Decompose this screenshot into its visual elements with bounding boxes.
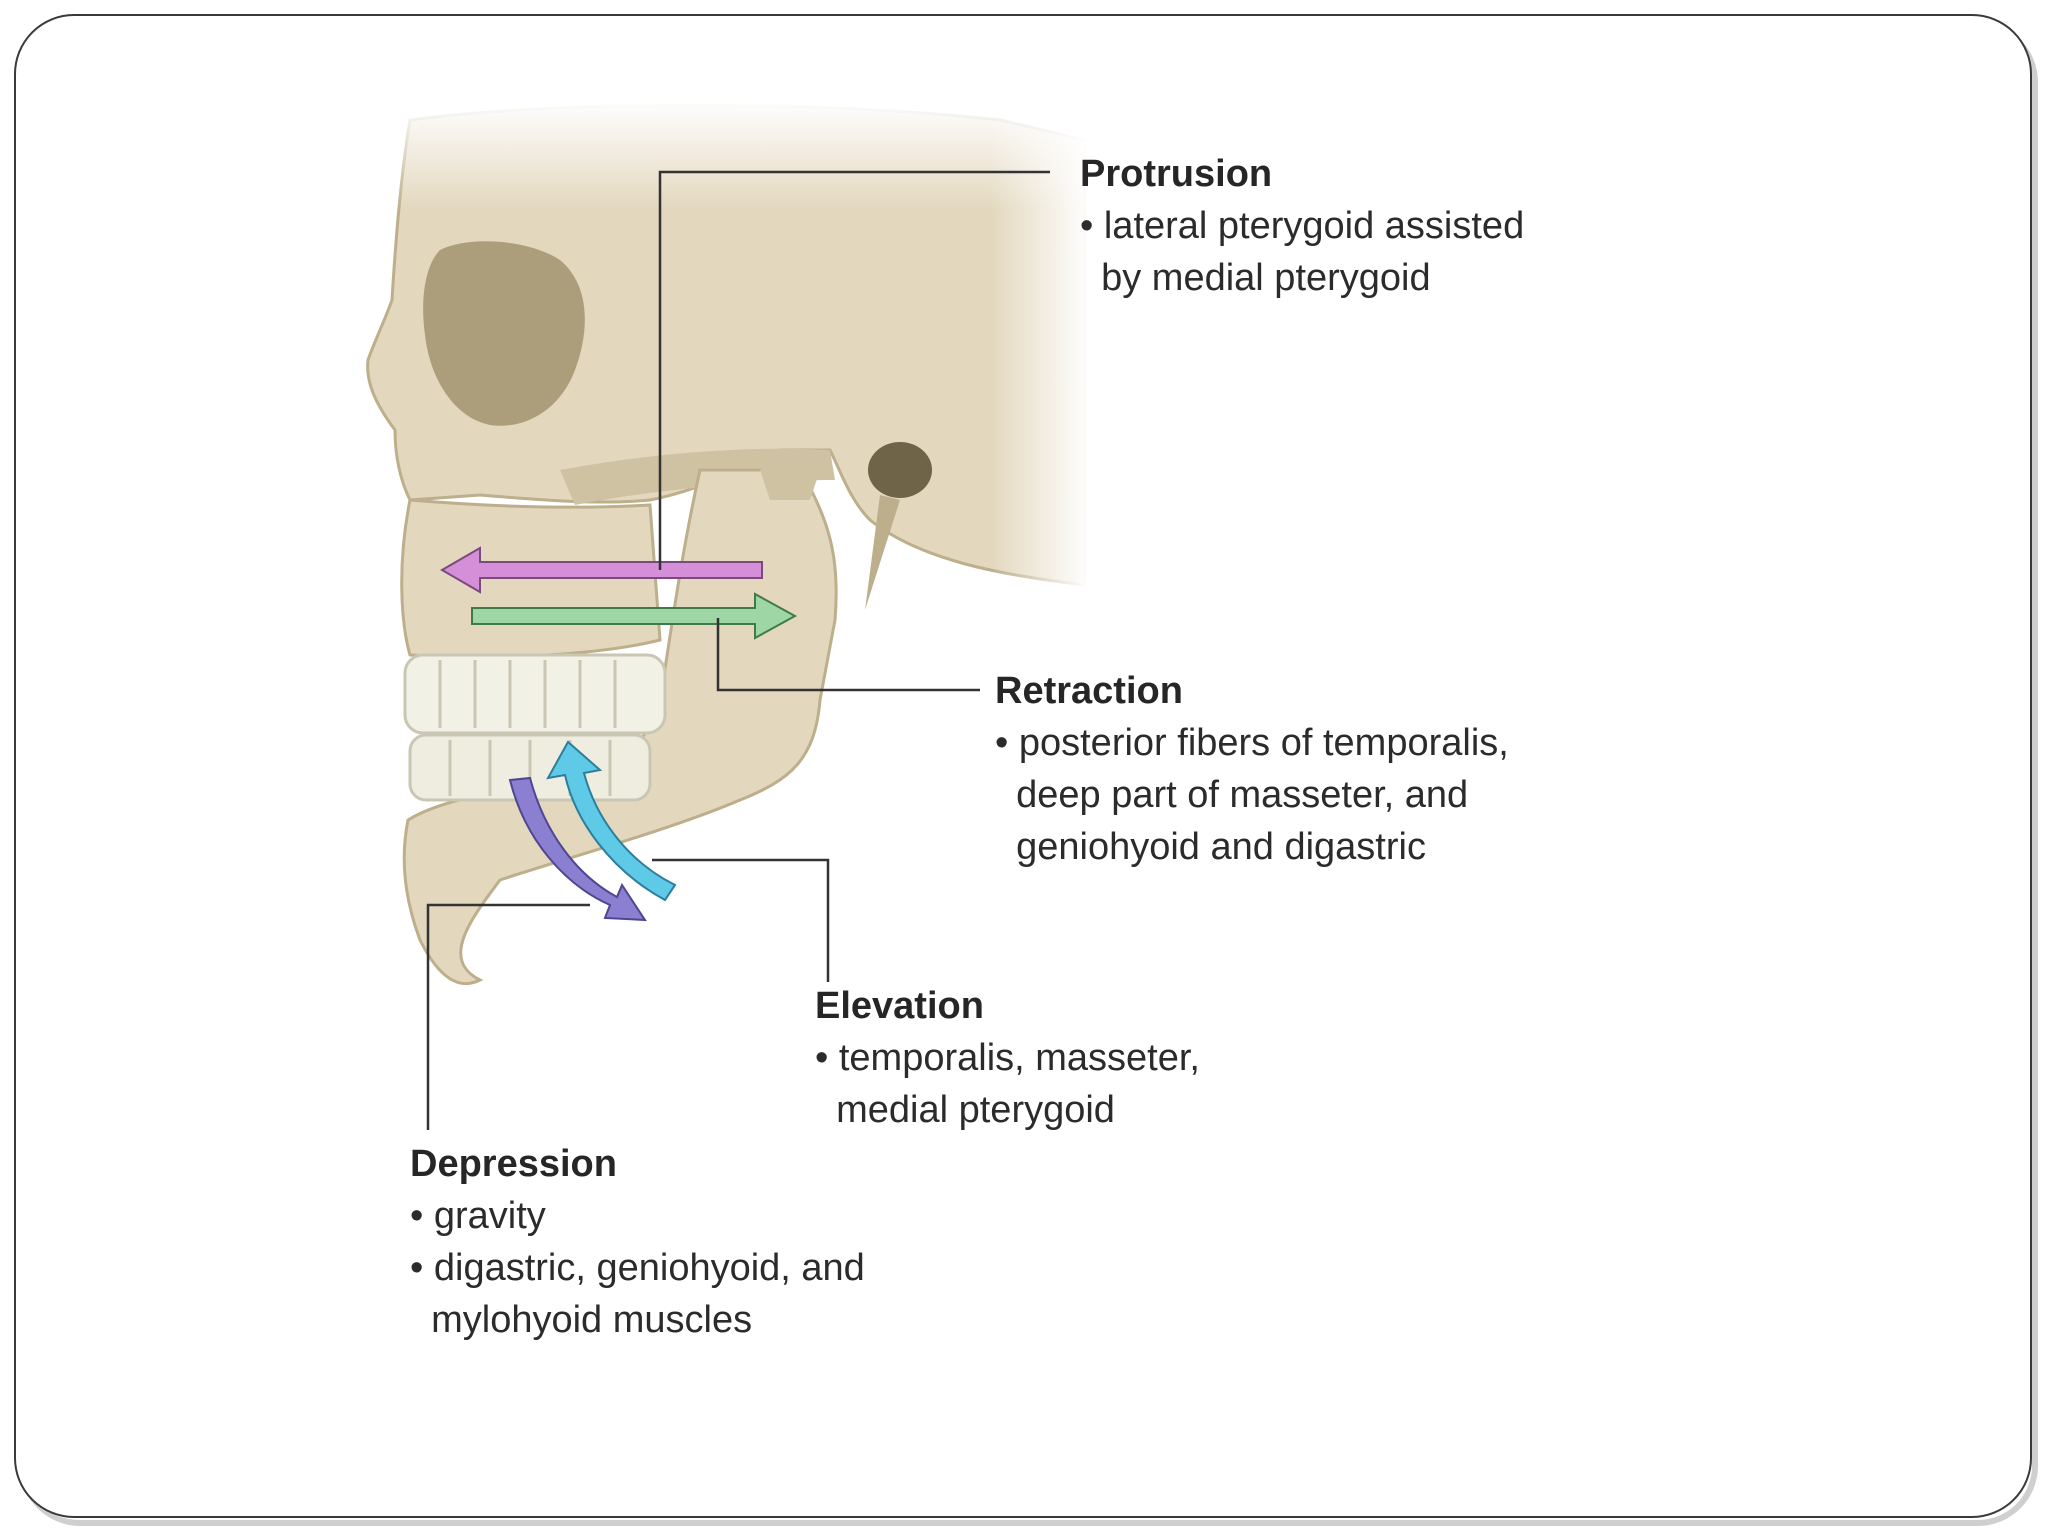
- depression-label: Depression • gravity • digastric, genioh…: [410, 1138, 865, 1346]
- retraction-line-3: geniohyoid and digastric: [995, 826, 1426, 868]
- protrusion-arrow: [440, 546, 763, 594]
- leader-lines: [426, 170, 1050, 1130]
- styloid-process: [865, 495, 900, 610]
- elevation-heading: Elevation: [815, 985, 984, 1027]
- depression-line-1: • gravity: [410, 1195, 546, 1237]
- external-ear-canal: [868, 442, 932, 498]
- right-fade: [990, 120, 1090, 600]
- retraction-line-2: deep part of masseter, and: [995, 774, 1469, 816]
- depression-line-3: mylohyoid muscles: [410, 1299, 753, 1341]
- depression-arrow: [508, 776, 647, 922]
- retraction-heading: Retraction: [995, 670, 1183, 712]
- elevation-leader: [652, 858, 830, 982]
- upper-teeth: [403, 653, 667, 735]
- slide-frame-shadow: [20, 22, 2038, 1526]
- depression-line-2: • digastric, geniohyoid, and: [410, 1247, 865, 1289]
- retraction-leader: [716, 618, 980, 692]
- lower-teeth: [408, 733, 652, 802]
- orbit: [423, 241, 585, 426]
- retraction-arrow: [471, 592, 798, 640]
- retraction-label: Retraction • posterior fibers of tempora…: [995, 665, 1509, 873]
- top-fade: [380, 100, 1100, 210]
- elevation-line-2: medial pterygoid: [815, 1089, 1115, 1131]
- condyle: [760, 458, 820, 500]
- protrusion-line-1: • lateral pterygoid assisted: [1080, 205, 1525, 247]
- depression-leader: [426, 903, 590, 1130]
- elevation-arrow: [546, 740, 677, 902]
- depression-heading: Depression: [410, 1143, 617, 1185]
- protrusion-heading: Protrusion: [1080, 153, 1273, 195]
- retraction-line-1: • posterior fibers of temporalis,: [995, 722, 1509, 764]
- elevation-label: Elevation • temporalis, masseter, medial…: [815, 980, 1200, 1136]
- elevation-line-1: • temporalis, masseter,: [815, 1037, 1200, 1079]
- protrusion-line-2: by medial pterygoid: [1080, 257, 1431, 299]
- protrusion-label: Protrusion • lateral pterygoid assisted …: [1080, 148, 1524, 304]
- protrusion-leader: [658, 170, 1050, 570]
